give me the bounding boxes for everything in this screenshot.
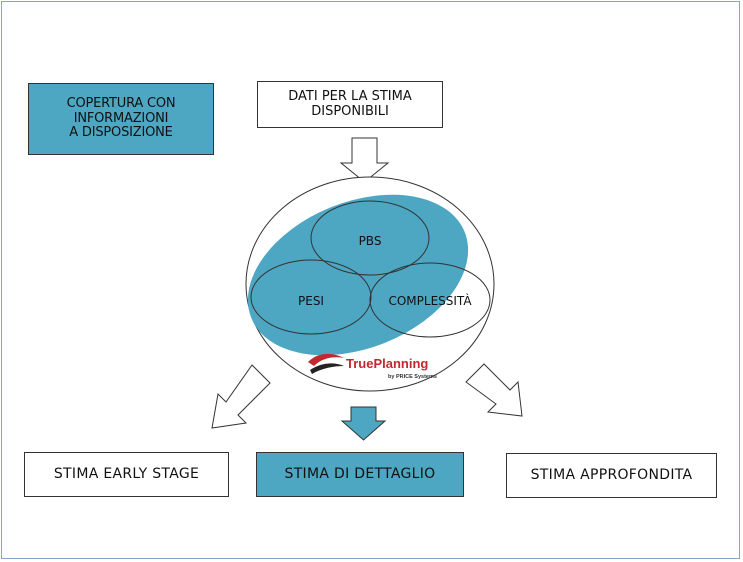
complessita-circle [369,262,491,338]
trueplanning-logo: TruePlanning by PRICE Systems [308,353,437,380]
deep-estimate-box: STIMA APPROFONDITA [506,453,717,498]
detail-down-arrow [340,406,387,441]
pesi-label: PESI [298,294,324,308]
input-data-label: DATI PER LA STIMA DISPONIBILI [288,88,412,119]
coverage-legend-label: COPERTURA CON INFORMAZIONI A DISPOSIZION… [66,95,176,141]
logo-swoosh-icon [308,353,344,366]
detail-estimate-box: STIMA DI DETTAGLIO [256,452,464,497]
early-diagonal-arrow [211,364,271,429]
early-stage-label: STIMA EARLY STAGE [53,466,200,483]
detail-estimate-label: STIMA DI DETTAGLIO [284,466,436,483]
input-data-box: DATI PER LA STIMA DISPONIBILI [257,81,443,128]
input-down-arrow [339,137,390,183]
logo-tagline: by PRICE Systems [388,374,437,380]
coverage-legend-box: COPERTURA CON INFORMAZIONI A DISPOSIZION… [28,83,214,155]
pbs-label: PBS [359,234,382,248]
early-stage-box: STIMA EARLY STAGE [24,452,229,497]
pbs-circle [310,200,430,276]
deep-diagonal-arrow [465,363,523,417]
logo-name: TruePlanning [346,356,428,371]
coverage-ellipse [247,194,469,356]
deep-estimate-label: STIMA APPROFONDITA [530,467,693,484]
pesi-circle [250,259,372,335]
complessita-label: COMPLESSITÀ [388,293,472,308]
